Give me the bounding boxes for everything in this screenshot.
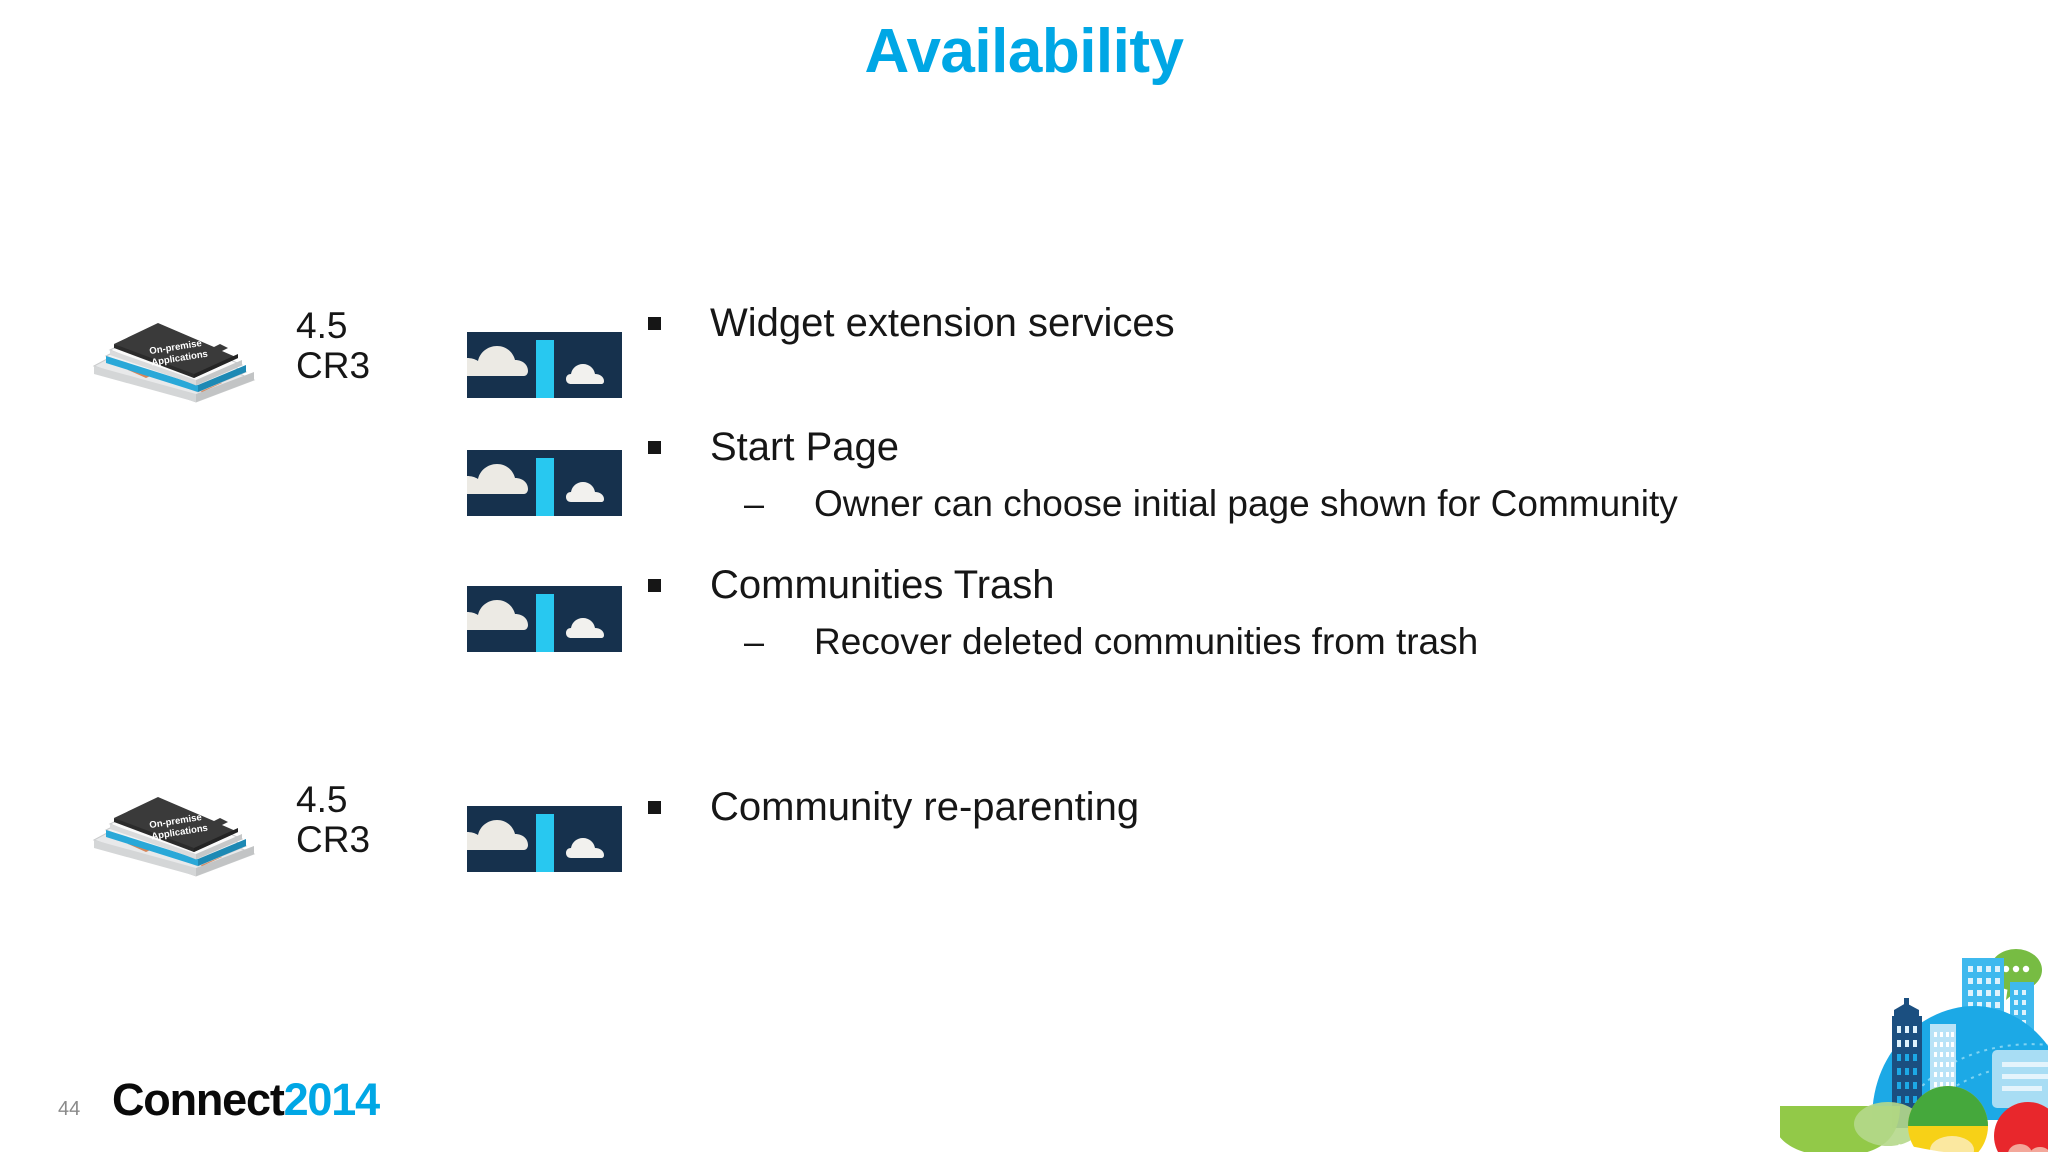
on-premise-applications-icon: On-premise Applications (88, 300, 260, 408)
chat-bubble-icon (1992, 1050, 2048, 1126)
green-hill (1780, 1106, 1900, 1152)
logo-year: 2014 (283, 1074, 381, 1125)
red-circle (1994, 1102, 2048, 1152)
sub-bullet-label: Recover deleted communities from trash (814, 621, 1479, 662)
connect-2014-logo: Connect2014 (112, 1074, 381, 1126)
square-bullet-icon (648, 579, 661, 592)
bullet-item: Start Page (648, 424, 899, 470)
building-tall-light (1962, 958, 2004, 1073)
square-bullet-icon (648, 441, 661, 454)
cloud-availability-icon (467, 806, 622, 872)
building-dark-navy (1892, 998, 1922, 1128)
bullet-item: Widget extension services (648, 300, 1175, 346)
bullet-label: Widget extension services (710, 301, 1175, 345)
blue-dome (1872, 1006, 2048, 1120)
green-speech-bubble-icon (1990, 949, 2042, 1000)
cloud-availability-icon (467, 450, 622, 516)
dash-bullet-icon: – (744, 483, 765, 524)
yellow-circle (1908, 1086, 1988, 1152)
building-slim (2010, 982, 2034, 1074)
bullet-item: Community re-parenting (648, 784, 1139, 830)
sub-bullet-item: – Owner can choose initial page shown fo… (744, 482, 1678, 526)
page-number: 44 (58, 1098, 81, 1120)
dash-bullet-icon: – (744, 621, 765, 662)
square-bullet-icon (648, 317, 661, 330)
bullet-item: Communities Trash (648, 562, 1055, 608)
on-premise-applications-icon: On-premise Applications (88, 774, 260, 882)
logo-word: Connect (112, 1074, 285, 1125)
building-pale (1930, 1024, 1956, 1130)
city-skyline-artwork (1780, 920, 2048, 1152)
bullet-label: Community re-parenting (710, 785, 1140, 829)
cloud-availability-icon (467, 332, 622, 398)
bullet-label: Start Page (710, 425, 900, 469)
cloud-availability-icon (467, 586, 622, 652)
sub-bullet-label: Owner can choose initial page shown for … (814, 483, 1678, 524)
bullet-label: Communities Trash (710, 563, 1055, 607)
page-title: Availability (864, 17, 1184, 86)
sub-bullet-item: – Recover deleted communities from trash (744, 620, 1478, 664)
square-bullet-icon (648, 801, 661, 814)
